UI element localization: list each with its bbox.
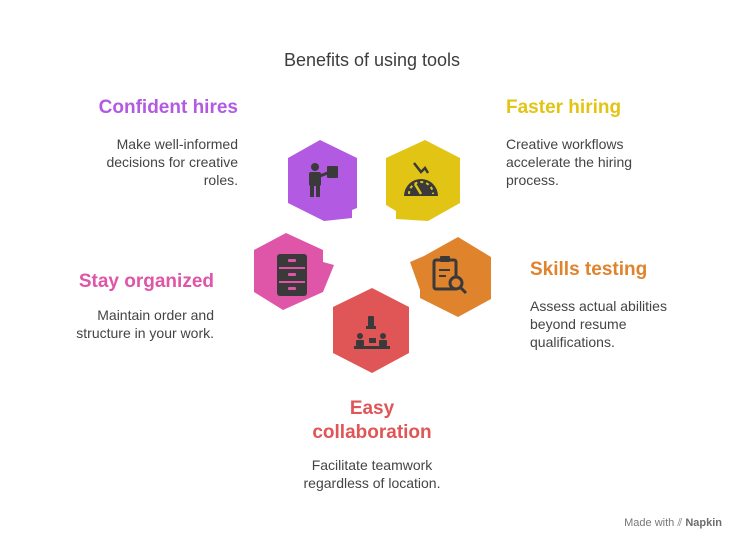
napkin-logo-icon: ⫽ — [677, 517, 683, 529]
file-cabinet-icon — [277, 254, 307, 296]
presenter-icon — [309, 163, 338, 197]
faster-hiring-hexagon — [386, 140, 460, 221]
stay-organized-title: Stay organized — [78, 271, 214, 292]
meeting-table-icon — [354, 316, 390, 349]
easy-collaboration-title-line: Easy collaboration — [312, 398, 432, 443]
faster-hiring-title: Faster hiring — [506, 97, 622, 118]
clipboard-search-icon — [432, 256, 468, 295]
skills-testing-title: Skills testing — [530, 259, 648, 280]
stay-organized-hexagon — [254, 233, 334, 310]
easy-collaboration-title: Easy collaboration — [272, 397, 472, 445]
easy-collaboration-hexagon — [333, 288, 409, 373]
confident-hires-title: Confident hires — [98, 97, 238, 118]
confident-hires-hexagon — [288, 140, 357, 221]
speedometer-icon — [404, 162, 438, 196]
footer-credit: Made with ⫽ Napkin — [624, 517, 722, 529]
skills-testing-hexagon — [410, 237, 491, 317]
diagram-title: Benefits of using tools — [283, 50, 461, 70]
